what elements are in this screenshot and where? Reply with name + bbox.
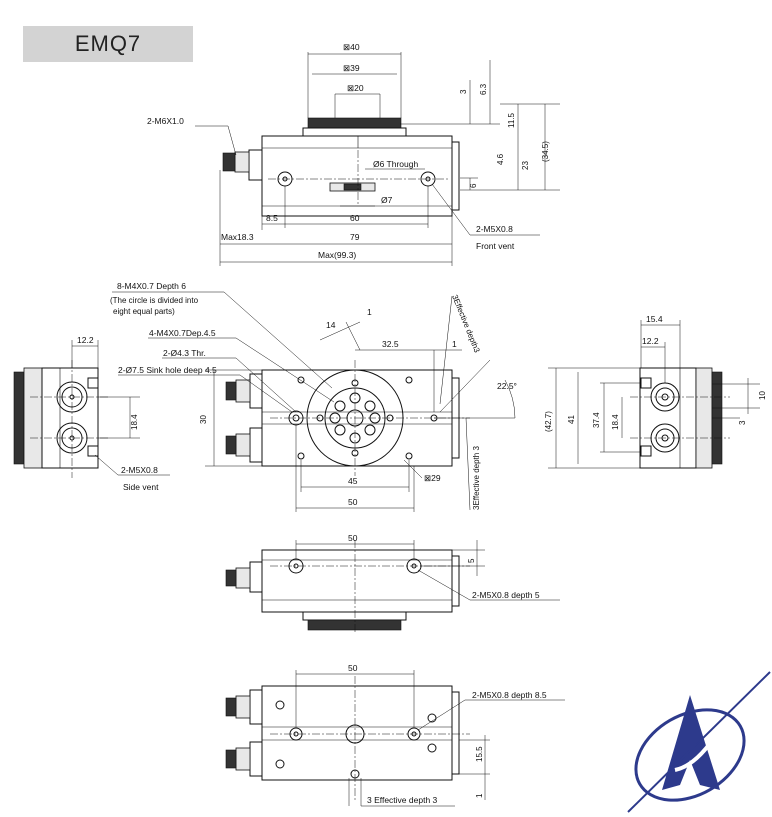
dim-79: 79 (350, 232, 360, 242)
company-logo (627, 671, 771, 813)
dim-max99-3: Max(99.3) (318, 250, 356, 260)
model-title: EMQ7 (74, 31, 142, 56)
note-m4-dep45: 4-M4X0.7Dep.4.5 (149, 328, 216, 338)
dim-37-4: 37.4 (592, 412, 601, 428)
dim-18-4-left: 18.4 (130, 414, 139, 430)
dim-sq40: ⊠40 (343, 42, 360, 52)
note-dia43-thr: 2-Ø4.3 Thr. (163, 348, 206, 358)
dim-10: 10 (758, 391, 767, 400)
dim-6: 6 (469, 183, 478, 188)
dim-15-4: 15.4 (646, 314, 663, 324)
label-side-vent: Side vent (123, 482, 159, 492)
callout-m6: 2-M6X1.0 (147, 116, 184, 126)
effective-depth-bottom: 3 Effective depth 3 (367, 795, 438, 805)
callout-m5-depth5: 2-M5X0.8 depth 5 (472, 590, 540, 600)
note-dia75-sink: 2-Ø7.5 Sink hole deep 4.5 (118, 365, 217, 375)
dim-3-right: 3 (738, 420, 747, 425)
dim-12-2-left: 12.2 (77, 335, 94, 345)
dim-60: 60 (350, 213, 360, 223)
dim-15-5: 15.5 (475, 746, 484, 762)
dim-50-bottom: 50 (348, 663, 358, 673)
dim-sq39: ⊠39 (343, 63, 360, 73)
title-label-box: EMQ7 (23, 26, 193, 62)
front-view: 30 45 50 32.5 1 14 1 22.5° ⊠29 3Effectiv… (110, 281, 517, 512)
dim-45: 45 (348, 476, 358, 486)
dim-22-5deg: 22.5° (497, 381, 517, 391)
lower-view: 50 5 2-M5X0.8 depth 5 (225, 533, 560, 632)
dim-1-bottom: 1 (475, 793, 484, 798)
label-dia7: Ø7 (381, 195, 393, 205)
callout-m5-depth8-5: 2-M5X0.8 depth 8.5 (472, 690, 547, 700)
side-view-right: 15.4 12.2 (42.7) 41 37.4 18.4 10 3 (544, 314, 767, 469)
dim-3: 3 (459, 89, 468, 94)
dim-sq20: ⊠20 (347, 83, 364, 93)
callout-m5-side: 2-M5X0.8 (121, 465, 158, 475)
label-front-vent: Front vent (476, 241, 515, 251)
dim-23: 23 (521, 161, 530, 170)
note-m4-depth6: 8-M4X0.7 Depth 6 (117, 281, 186, 291)
dim-4-6: 4.6 (496, 153, 505, 165)
label-6-through: Ø6 Through (373, 159, 418, 169)
dim-50-front: 50 (348, 497, 358, 507)
dim-41: 41 (567, 415, 576, 424)
dim-8-5: 8.5 (266, 213, 278, 223)
dim-18-4-right: 18.4 (611, 414, 620, 430)
note-circle-divided: (The circle is divided into (110, 296, 199, 305)
dim-sq29: ⊠29 (424, 473, 441, 483)
side-view-left: 12.2 18.4 2-M5X0.8 Side vent (13, 335, 170, 492)
dim-5: 5 (467, 558, 476, 563)
dim-1-top: 1 (367, 307, 372, 317)
note-eight-parts: eight equal parts) (113, 307, 175, 316)
callout-m5-front: 2-M5X0.8 (476, 224, 513, 234)
effective-depth-lower: 3Effective depth 3 (472, 446, 481, 510)
dim-1-right: 1 (452, 339, 457, 349)
dim-32-5: 32.5 (382, 339, 399, 349)
dim-34-5: (34.5) (541, 141, 550, 162)
bottom-view: 50 15.5 1 2-M5X0.8 depth 8.5 3 Effective… (225, 663, 565, 807)
top-view: ⊠40 ⊠39 ⊠20 3 6.3 11.5 (34.5) 23 4.6 6 8… (147, 42, 560, 266)
dim-6-3: 6.3 (479, 83, 488, 95)
dim-max18-3: Max18.3 (221, 232, 254, 242)
dim-42-7: (42.7) (544, 411, 553, 432)
dim-11-5: 11.5 (507, 112, 516, 128)
dim-50-lower: 50 (348, 533, 358, 543)
dim-30: 30 (199, 415, 208, 424)
dim-12-2-right: 12.2 (642, 336, 659, 346)
dim-14: 14 (326, 320, 336, 330)
